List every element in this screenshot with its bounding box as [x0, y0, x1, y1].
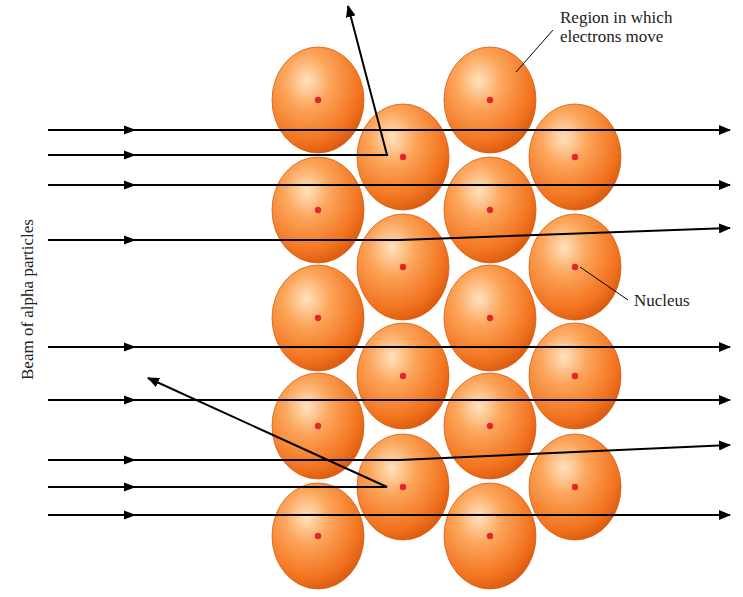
- electron-region: [529, 104, 621, 210]
- electron-region: [272, 157, 364, 263]
- nucleus-dot: [400, 264, 406, 270]
- nucleus-dot: [400, 373, 406, 379]
- nucleus-dot: [315, 97, 321, 103]
- gold-atom: [444, 265, 536, 371]
- region-label: Region in which electrons move: [560, 8, 710, 46]
- direction-arrowhead: [124, 181, 136, 190]
- alpha-path: [48, 346, 730, 348]
- direction-arrowhead: [124, 511, 136, 520]
- gold-atom: [357, 214, 449, 320]
- leader-line: [516, 30, 553, 72]
- nucleus-dot: [315, 207, 321, 213]
- electron-region: [272, 373, 364, 479]
- nucleus-dot: [400, 484, 406, 490]
- nucleus-dot: [572, 484, 578, 490]
- nucleus-dot: [487, 207, 493, 213]
- nucleus-dot: [487, 97, 493, 103]
- gold-atom: [529, 323, 621, 429]
- gold-atom: [444, 157, 536, 263]
- electron-region: [272, 265, 364, 371]
- alpha-beam: [48, 6, 730, 520]
- gold-atom: [272, 47, 364, 153]
- electron-region: [529, 214, 621, 320]
- gold-atom: [272, 373, 364, 479]
- nucleus-dot: [487, 315, 493, 321]
- electron-region: [272, 483, 364, 589]
- nucleus-dot: [572, 154, 578, 160]
- gold-atom: [444, 373, 536, 479]
- alpha-path: [48, 514, 730, 516]
- direction-arrowhead: [124, 483, 136, 492]
- nucleus-dot: [315, 315, 321, 321]
- electron-region: [444, 265, 536, 371]
- gold-atom: [272, 265, 364, 371]
- electron-region: [357, 323, 449, 429]
- gold-atom: [444, 483, 536, 589]
- direction-arrowhead: [124, 126, 136, 135]
- alpha-path: [48, 399, 730, 401]
- electron-region: [444, 47, 536, 153]
- nucleus-dot: [400, 154, 406, 160]
- gold-atom: [272, 483, 364, 589]
- electron-region: [529, 323, 621, 429]
- direction-arrowhead: [124, 456, 136, 465]
- electron-region: [444, 483, 536, 589]
- nucleus-dot: [315, 533, 321, 539]
- gold-atom: [357, 323, 449, 429]
- gold-atom: [529, 214, 621, 320]
- alpha-path: [48, 6, 387, 155]
- direction-arrowhead: [124, 343, 136, 352]
- alpha-path: [48, 129, 730, 131]
- nucleus-dot: [572, 373, 578, 379]
- electron-region: [444, 373, 536, 479]
- gold-atom: [272, 157, 364, 263]
- electron-region: [357, 104, 449, 210]
- electron-region: [272, 47, 364, 153]
- alpha-path: [48, 378, 387, 487]
- electron-region: [357, 214, 449, 320]
- direction-arrowhead: [124, 236, 136, 245]
- electron-region: [444, 157, 536, 263]
- nucleus-label: Nucleus: [634, 291, 724, 310]
- nucleus-dot: [487, 423, 493, 429]
- alpha-path: [48, 445, 730, 460]
- leader-line: [580, 267, 628, 300]
- leader-lines: [516, 30, 628, 300]
- alpha-path: [48, 228, 730, 240]
- gold-atom: [357, 104, 449, 210]
- gold-atom: [444, 47, 536, 153]
- atom-array: [272, 47, 621, 589]
- direction-arrowhead: [124, 396, 136, 405]
- gold-atom: [529, 104, 621, 210]
- direction-arrowhead: [124, 151, 136, 160]
- nucleus-dot: [572, 264, 578, 270]
- alpha-path: [48, 184, 730, 186]
- beam-label: Beam of alpha particles: [18, 195, 37, 405]
- nucleus-dot: [315, 423, 321, 429]
- nucleus-dot: [487, 533, 493, 539]
